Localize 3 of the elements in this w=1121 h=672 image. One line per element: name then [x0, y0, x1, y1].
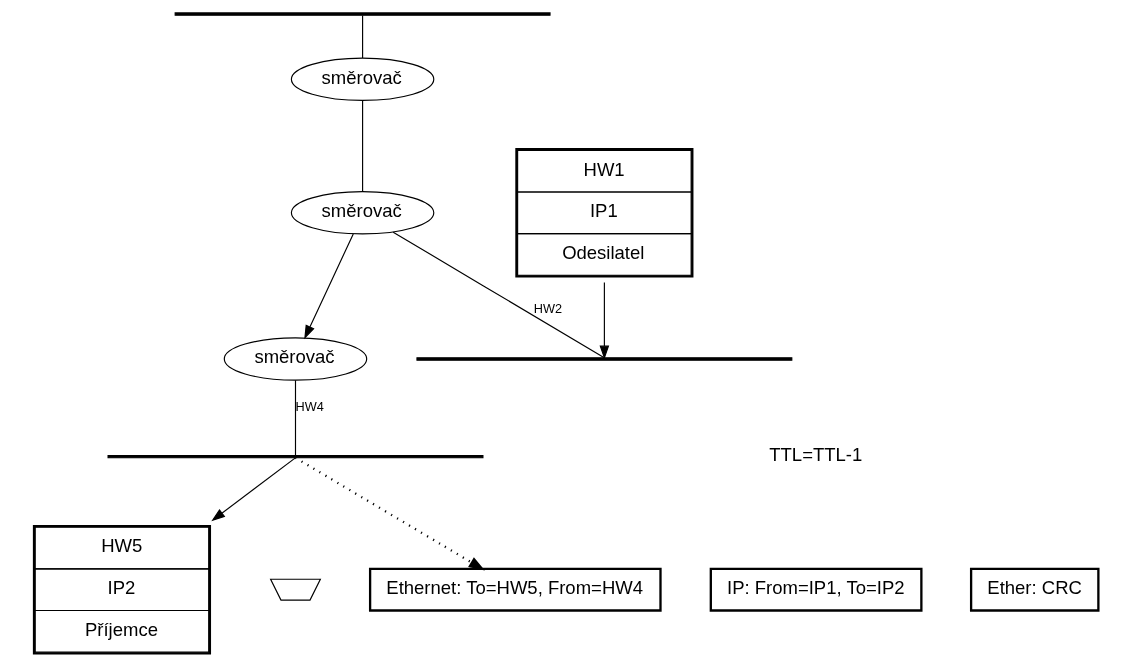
edge-label: HW2: [533, 301, 562, 317]
edge-label: HW4: [295, 399, 324, 415]
label: TTL=TTL-1: [768, 444, 862, 466]
